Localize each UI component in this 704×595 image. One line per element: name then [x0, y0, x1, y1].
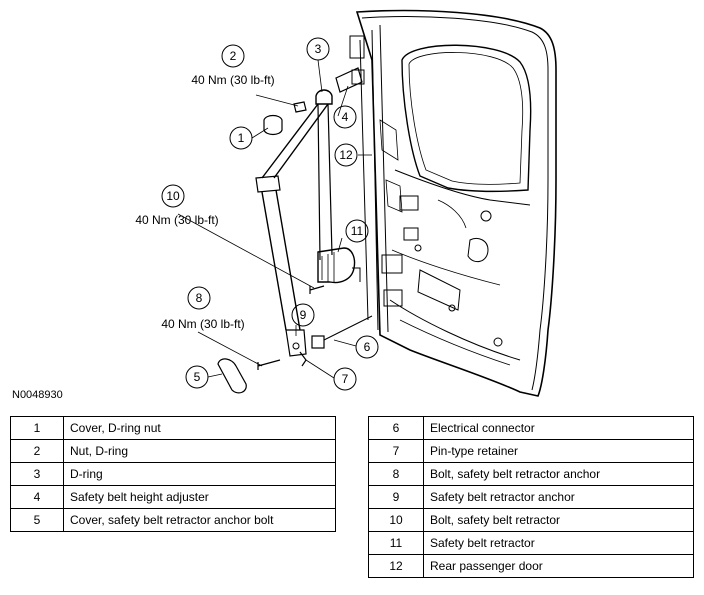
- callout-1: 1: [229, 126, 253, 150]
- legend-table-left: 1 Cover, D-ring nut 2 Nut, D-ring 3 D-ri…: [10, 416, 336, 532]
- svg-text:7: 7: [342, 372, 349, 386]
- legend-number: 9: [368, 485, 424, 509]
- safety-belt-assembly: [217, 67, 373, 394]
- legend-row: 8 Bolt, safety belt retractor anchor: [368, 462, 694, 486]
- callout-2: 2 40 Nm (30 lb-ft): [191, 44, 275, 87]
- legend-number: 8: [368, 462, 424, 486]
- legend-row: 4 Safety belt height adjuster: [10, 485, 336, 509]
- legend-description: Bolt, safety belt retractor: [423, 508, 694, 532]
- legend-table-right: 6 Electrical connector 7 Pin-type retain…: [368, 416, 694, 578]
- svg-text:12: 12: [339, 148, 353, 162]
- torque-spec-10: 40 Nm (30 lb-ft): [135, 213, 218, 227]
- callout-11: 11: [345, 219, 369, 243]
- callout-7: 7: [333, 367, 357, 391]
- legend-description: Nut, D-ring: [63, 439, 336, 463]
- legend-number: 10: [368, 508, 424, 532]
- svg-text:3: 3: [315, 42, 322, 56]
- legend-row: 2 Nut, D-ring: [10, 439, 336, 463]
- legend-description: Bolt, safety belt retractor anchor: [423, 462, 694, 486]
- callout-8: 8 40 Nm (30 lb-ft): [161, 286, 245, 331]
- callout-12: 12: [334, 143, 358, 167]
- svg-text:4: 4: [342, 110, 349, 124]
- legend-description: Pin-type retainer: [423, 439, 694, 463]
- legend-description: D-ring: [63, 462, 336, 486]
- callout-9: 9: [291, 303, 315, 327]
- legend-description: Rear passenger door: [423, 554, 694, 578]
- legend-row: 11 Safety belt retractor: [368, 531, 694, 555]
- svg-text:11: 11: [351, 224, 364, 238]
- legend-row: 6 Electrical connector: [368, 416, 694, 440]
- legend-number: 6: [368, 416, 424, 440]
- legend-row: 3 D-ring: [10, 462, 336, 486]
- legend-number: 3: [10, 462, 64, 486]
- legend-number: 11: [368, 531, 424, 555]
- legend-number: 5: [10, 508, 64, 532]
- legend-description: Safety belt height adjuster: [63, 485, 336, 509]
- callout-3: 3: [306, 37, 330, 61]
- callout-5: 5: [185, 365, 209, 389]
- svg-text:2: 2: [230, 49, 237, 63]
- exploded-view-diagram: 1 2 40 Nm (30 lb-ft) 3 4 5 6 7 8 40 Nm (…: [135, 9, 557, 397]
- legend-number: 7: [368, 439, 424, 463]
- legend-row: 12 Rear passenger door: [368, 554, 694, 578]
- leader-lines: [177, 59, 372, 379]
- legend-number: 4: [10, 485, 64, 509]
- svg-text:1: 1: [238, 131, 245, 145]
- legend-description: Electrical connector: [423, 416, 694, 440]
- legend-row: 9 Safety belt retractor anchor: [368, 485, 694, 509]
- callout-6: 6: [355, 335, 379, 359]
- legend-row: 1 Cover, D-ring nut: [10, 416, 336, 440]
- legend-row: 5 Cover, safety belt retractor anchor bo…: [10, 508, 336, 532]
- legend-description: Safety belt retractor anchor: [423, 485, 694, 509]
- legend-row: 7 Pin-type retainer: [368, 439, 694, 463]
- legend-number: 12: [368, 554, 424, 578]
- svg-text:5: 5: [194, 370, 201, 384]
- torque-spec-2: 40 Nm (30 lb-ft): [191, 73, 274, 87]
- legend-row: 10 Bolt, safety belt retractor: [368, 508, 694, 532]
- figure-id: N0048930: [12, 389, 63, 401]
- rear-door-illustration: [349, 9, 557, 397]
- legend-description: Cover, D-ring nut: [63, 416, 336, 440]
- svg-text:6: 6: [364, 340, 371, 354]
- svg-text:9: 9: [300, 308, 307, 322]
- svg-text:8: 8: [196, 291, 203, 305]
- legend-description: Safety belt retractor: [423, 531, 694, 555]
- torque-spec-8: 40 Nm (30 lb-ft): [161, 317, 244, 331]
- callout-10: 10 40 Nm (30 lb-ft): [135, 184, 219, 227]
- legend-description: Cover, safety belt retractor anchor bolt: [63, 508, 336, 532]
- legend-number: 2: [10, 439, 64, 463]
- callout-4: 4: [333, 105, 357, 129]
- legend-number: 1: [10, 416, 64, 440]
- svg-text:10: 10: [166, 189, 180, 203]
